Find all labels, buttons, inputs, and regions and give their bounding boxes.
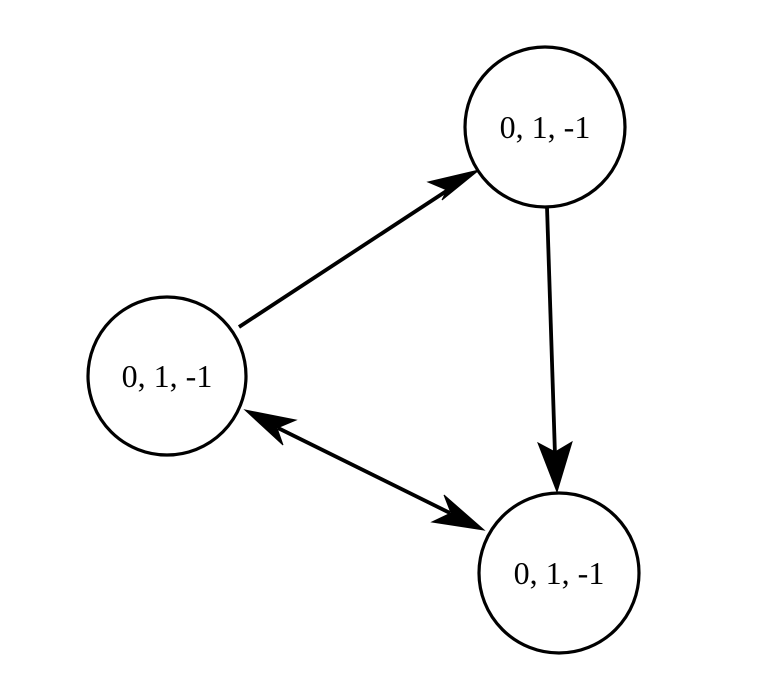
arrowhead-at-left-node	[243, 409, 298, 446]
nodes: 0, 1, -1 0, 1, -1 0, 1, -1	[86, 45, 641, 655]
edge-left-bottom-right-bidirectional	[243, 409, 486, 531]
node-bottom-right-circle	[477, 491, 641, 655]
node-bottom-right[interactable]: 0, 1, -1	[477, 491, 641, 655]
edge-left-to-top-right	[237, 169, 480, 329]
arrowhead-at-bottom-right-node	[537, 440, 573, 494]
node-top-right[interactable]: 0, 1, -1	[463, 45, 627, 209]
node-top-right-circle	[463, 45, 627, 209]
node-bottom-right-label: 0, 1, -1	[514, 555, 605, 591]
node-left-label: 0, 1, -1	[122, 358, 213, 394]
arrowhead-at-bottom-right-node-2	[430, 494, 486, 531]
node-left[interactable]: 0, 1, -1	[86, 295, 248, 457]
edges	[237, 169, 573, 531]
node-left-circle	[86, 295, 248, 457]
node-top-right-label: 0, 1, -1	[500, 109, 591, 145]
arrowhead-at-top-right-node	[426, 169, 480, 201]
edge-top-right-to-bottom-right	[537, 206, 573, 494]
